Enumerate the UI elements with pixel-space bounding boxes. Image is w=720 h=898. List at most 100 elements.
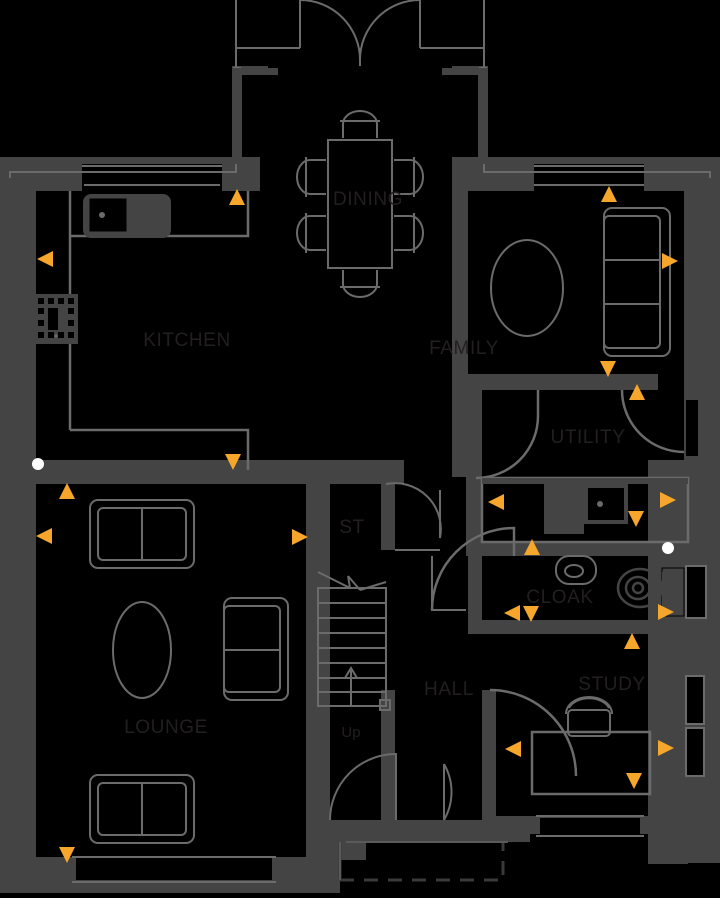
cloak-door-swing [430, 526, 516, 611]
bay-walls-solid [232, 68, 488, 164]
window-study-right-lower [685, 727, 705, 777]
arrow-lounge-e [292, 529, 308, 545]
arrow-lounge-n [59, 483, 75, 499]
arrow-cloak-e [658, 604, 674, 620]
stair-up-arrow [344, 666, 358, 706]
room-label-family: FAMILY [429, 338, 499, 359]
study-desk [530, 730, 652, 796]
dining-chair-left-upper [296, 159, 326, 195]
wall-lounge-top [0, 460, 404, 484]
kitchen-sink-bowl [89, 198, 127, 232]
stair-direction-label: Up [341, 724, 360, 741]
stair-newel-post [379, 699, 391, 711]
arrow-study-n [624, 633, 640, 649]
utility-door-swing-right [620, 389, 685, 454]
room-label-utility: UTILITY [551, 427, 626, 448]
cloak-light-point [662, 542, 674, 554]
room-label-kitchen: KITCHEN [143, 330, 231, 351]
kitchen-group [34, 191, 250, 470]
window-kitchen-frame-outer [80, 157, 224, 164]
window-study-right-upper [685, 675, 705, 725]
arrow-kitchen-door-s [225, 454, 241, 470]
room-label-hall: HALL [424, 679, 474, 700]
cloak-cistern [662, 572, 680, 608]
wall-hall-left-lower [381, 690, 395, 826]
dining-chair-bottom [342, 270, 378, 298]
arrow-cloak-s [523, 606, 539, 622]
room-label-cloak: CLOAK [526, 587, 593, 608]
utility-sink-bowl [588, 488, 624, 520]
lounge-sofa-bottom-frame [89, 774, 195, 844]
kitchen-hob-knob [54, 334, 58, 338]
family-furniture-group [490, 207, 671, 357]
utility-door-swing-left [475, 390, 540, 480]
room-label-store: ST [339, 517, 364, 538]
bay-outline-group [9, 0, 711, 178]
wall-family-bottom [468, 374, 658, 390]
french-door-swing-right [359, 0, 421, 61]
arrow-family-door-s [600, 361, 616, 377]
lounge-furniture-group [32, 458, 289, 844]
arrow-kitchen-window-w [37, 251, 53, 267]
arrow-kitchen-window-n [229, 189, 245, 205]
arrow-lounge-w [36, 528, 52, 544]
wall-hall-bottom [330, 820, 530, 842]
dining-chair-left-lower [296, 215, 326, 251]
bay-header-right-solid [442, 68, 484, 75]
family-rug [490, 239, 564, 337]
wall-hall-right [466, 476, 482, 556]
dining-table [327, 139, 393, 269]
wall-st-right [381, 484, 395, 550]
arrow-family-sofa-e [662, 253, 678, 269]
kitchen-sink-waste [99, 212, 105, 218]
cloak-group [430, 526, 680, 611]
wall-study-left [482, 690, 496, 830]
family-sofa-seat [603, 215, 661, 349]
arrow-study-desk-e [658, 740, 674, 756]
porch-dashed-outline [340, 842, 505, 882]
windows-group [72, 157, 707, 883]
arrow-utility-unit-e [660, 492, 676, 508]
stair-winder-lines [317, 571, 387, 591]
utility-group [475, 389, 690, 544]
wall-kitchen-family-divider [452, 157, 468, 477]
window-family-frame-outer [532, 157, 646, 164]
wall-cloak-bottom [482, 620, 688, 634]
bay-outline-path-right [483, 0, 711, 178]
dining-chair-top [342, 110, 378, 138]
french-door-swing-left [299, 0, 361, 66]
window-study [540, 818, 640, 834]
arrow-cloak-w [504, 605, 520, 621]
room-labels-group: KITCHEN DINING FAMILY UTILITY CLOAK STUD… [124, 189, 645, 741]
cloak-basin [555, 555, 597, 585]
arrow-utility-door-n [629, 384, 645, 400]
arrow-utility-unit-s [628, 511, 644, 527]
arrow-study-desk-w [505, 741, 521, 757]
bay-header-left-solid [236, 68, 278, 75]
dining-chair-right-lower [394, 215, 424, 251]
lounge-light-point [32, 458, 44, 470]
stairs-group [317, 482, 466, 821]
room-label-dining: DINING [333, 189, 403, 210]
bay-wall-right-solid [478, 68, 488, 164]
bay-outline-path [9, 0, 237, 178]
room-label-lounge: LOUNGE [124, 717, 208, 738]
wall-cloak-left [468, 542, 482, 634]
direction-arrows-group [36, 186, 678, 863]
dining-furniture-group [296, 110, 424, 298]
hall-side-wall-thin [431, 556, 466, 611]
window-lounge [76, 858, 272, 880]
study-group [489, 688, 652, 796]
room-label-study: STUDY [578, 674, 645, 695]
utility-sink-waste [597, 501, 603, 507]
window-utility-right [686, 400, 698, 456]
kitchen-hob-burners [38, 298, 74, 338]
lounge-sofa-top-frame [89, 499, 195, 569]
arrow-family-window-n [601, 186, 617, 202]
arrow-study-desk-s [626, 773, 642, 789]
wall-exterior-right-lower [648, 460, 688, 864]
window-cloak-right [685, 565, 707, 619]
lounge-rug [112, 601, 172, 699]
